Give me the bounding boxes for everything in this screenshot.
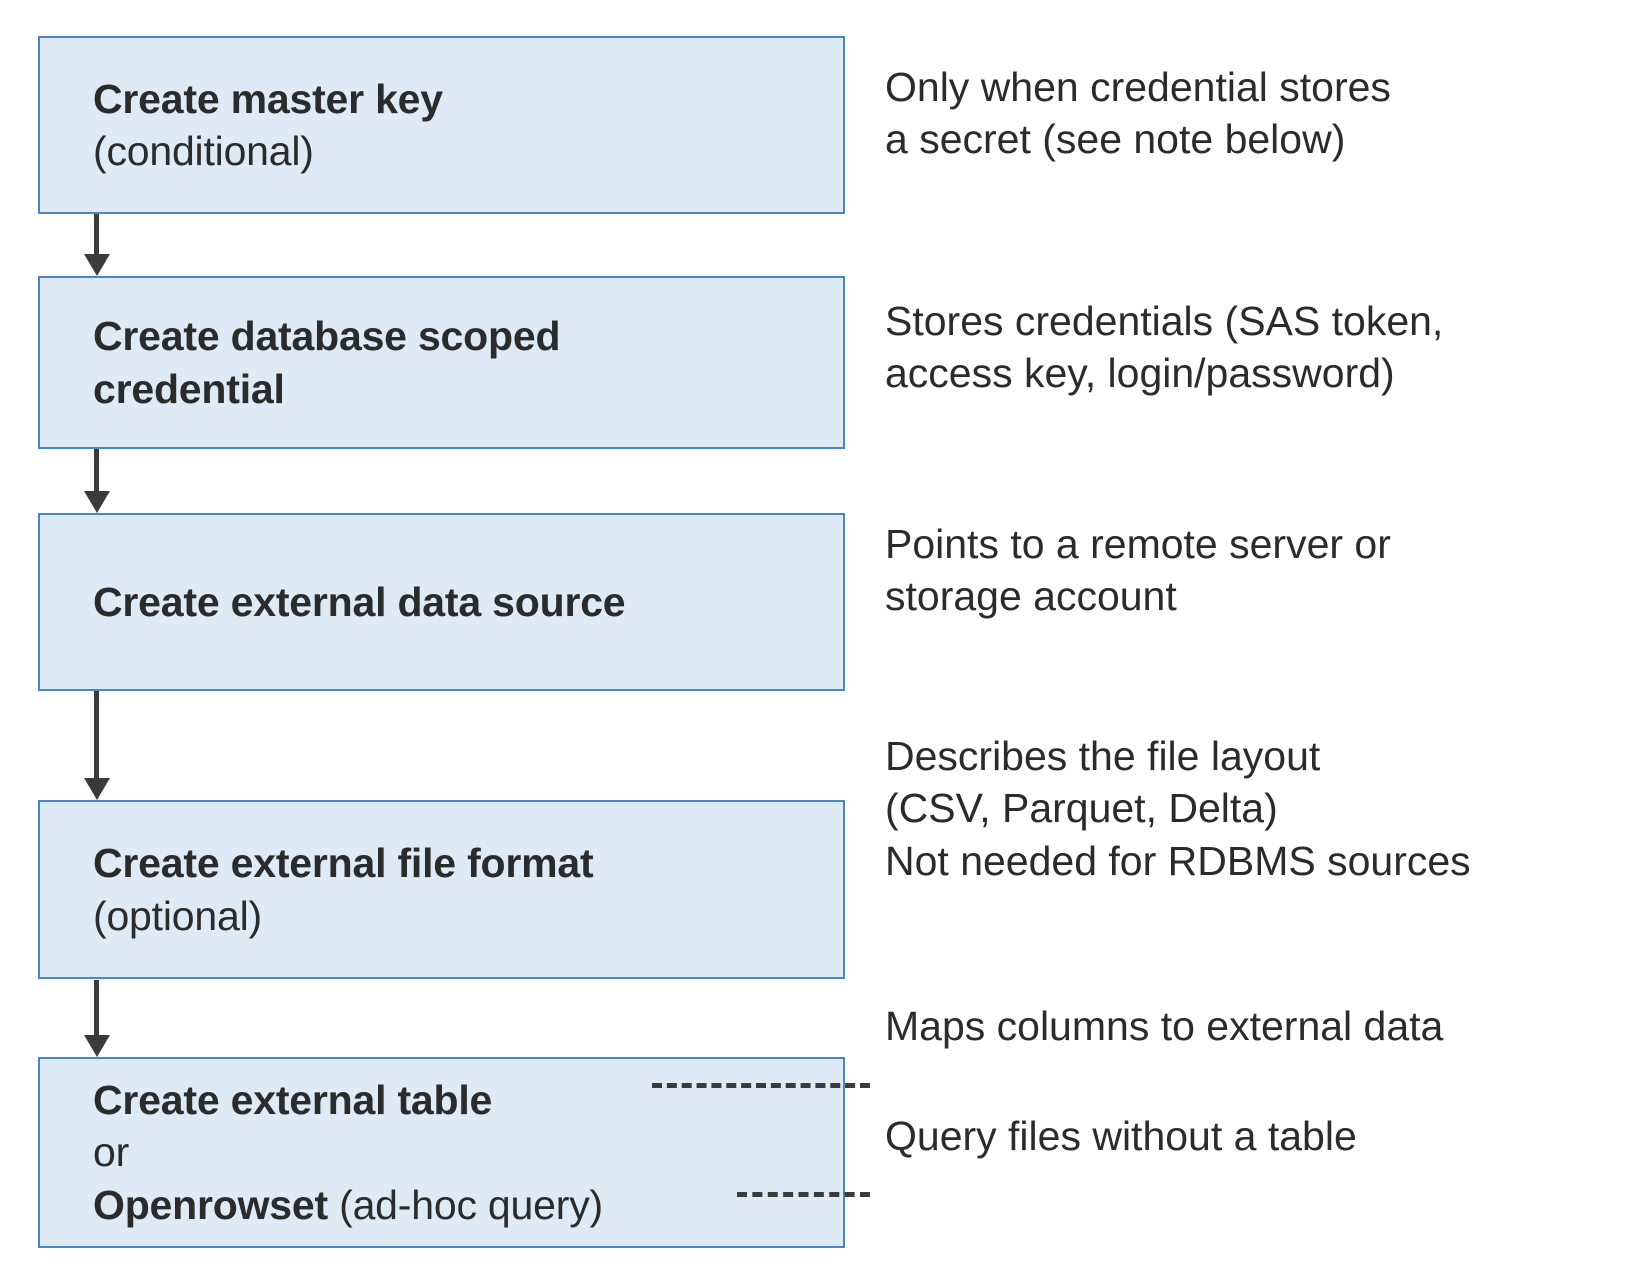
flow-step-title-line-1: Create database scoped xyxy=(93,313,561,360)
note-create-external-file-format: Describes the file layout (CSV, Parquet,… xyxy=(885,730,1630,887)
flow-step-subtitle: (conditional) xyxy=(93,128,314,174)
note-create-master-key: Only when credential stores a secret (se… xyxy=(885,61,1630,166)
note-line: Describes the file layout xyxy=(885,733,1321,779)
flow-step-label-group: Create database scoped credential xyxy=(40,310,843,415)
arrow-stem xyxy=(94,214,99,254)
flow-step-create-database-scoped-credential[interactable]: Create database scoped credential xyxy=(38,276,845,449)
flow-step-label-group: Create external table or Openrowset (ad-… xyxy=(40,1074,843,1231)
note-line: Stores credentials (SAS token, xyxy=(885,298,1444,344)
flow-step-label-group: Create external file format (optional) xyxy=(40,837,843,942)
arrow-stem xyxy=(94,980,99,1035)
dashed-connector-external-table xyxy=(652,1083,870,1088)
flow-step-title-create-external-table: Create external table xyxy=(93,1076,493,1123)
flow-step-title: Create external data source xyxy=(93,578,626,625)
flow-step-create-external-data-source[interactable]: Create external data source xyxy=(38,513,845,691)
arrow-stem xyxy=(94,449,99,491)
note-external-table: Maps columns to external data xyxy=(885,1000,1630,1052)
openrowset-keyword: Openrowset xyxy=(93,1181,328,1228)
flow-step-create-external-table-or-openrowset[interactable]: Create external table or Openrowset (ad-… xyxy=(38,1057,845,1248)
flow-step-create-master-key[interactable]: Create master key (conditional) xyxy=(38,36,845,214)
flow-step-subtitle: (optional) xyxy=(93,892,262,939)
note-line: Points to a remote server or xyxy=(885,521,1391,567)
note-openrowset: Query files without a table xyxy=(885,1110,1630,1162)
arrow-head-icon xyxy=(84,778,110,800)
flow-step-label-group: Create master key (conditional) xyxy=(40,73,843,178)
arrow-head-icon xyxy=(84,254,110,276)
note-line: access key, login/password) xyxy=(885,350,1395,397)
flow-step-label-group: Create external data source xyxy=(40,576,843,628)
flow-arrow-down-4 xyxy=(84,980,110,1057)
flow-step-or-separator: or xyxy=(93,1129,130,1176)
note-line: Maps columns to external data xyxy=(885,1003,1444,1049)
flow-step-title: Create external file format xyxy=(93,840,594,887)
note-create-external-data-source: Points to a remote server or storage acc… xyxy=(885,518,1630,623)
openrowset-qualifier: (ad-hoc query) xyxy=(327,1181,603,1228)
note-create-database-scoped-credential: Stores credentials (SAS token, access ke… xyxy=(885,295,1630,400)
note-line: storage account xyxy=(885,573,1177,620)
flow-arrow-down-1 xyxy=(84,214,110,276)
flow-step-title-line-2: credential xyxy=(93,365,285,412)
arrow-stem xyxy=(94,691,99,778)
flow-arrow-down-2 xyxy=(84,449,110,513)
flow-arrow-down-3 xyxy=(84,691,110,800)
flow-step-title-openrowset: Openrowset (ad-hoc query) xyxy=(93,1179,829,1231)
flow-step-title: Create master key xyxy=(93,75,443,122)
dashed-connector-openrowset xyxy=(737,1192,870,1197)
arrow-head-icon xyxy=(84,1035,110,1057)
arrow-head-icon xyxy=(84,491,110,513)
note-line: a secret (see note below) xyxy=(885,116,1346,163)
note-line: Query files without a table xyxy=(885,1113,1357,1159)
note-line: Only when credential stores xyxy=(885,64,1391,110)
note-line: Not needed for RDBMS sources xyxy=(885,837,1471,884)
note-line: (CSV, Parquet, Delta) xyxy=(885,785,1278,832)
flow-step-create-external-file-format[interactable]: Create external file format (optional) xyxy=(38,800,845,979)
